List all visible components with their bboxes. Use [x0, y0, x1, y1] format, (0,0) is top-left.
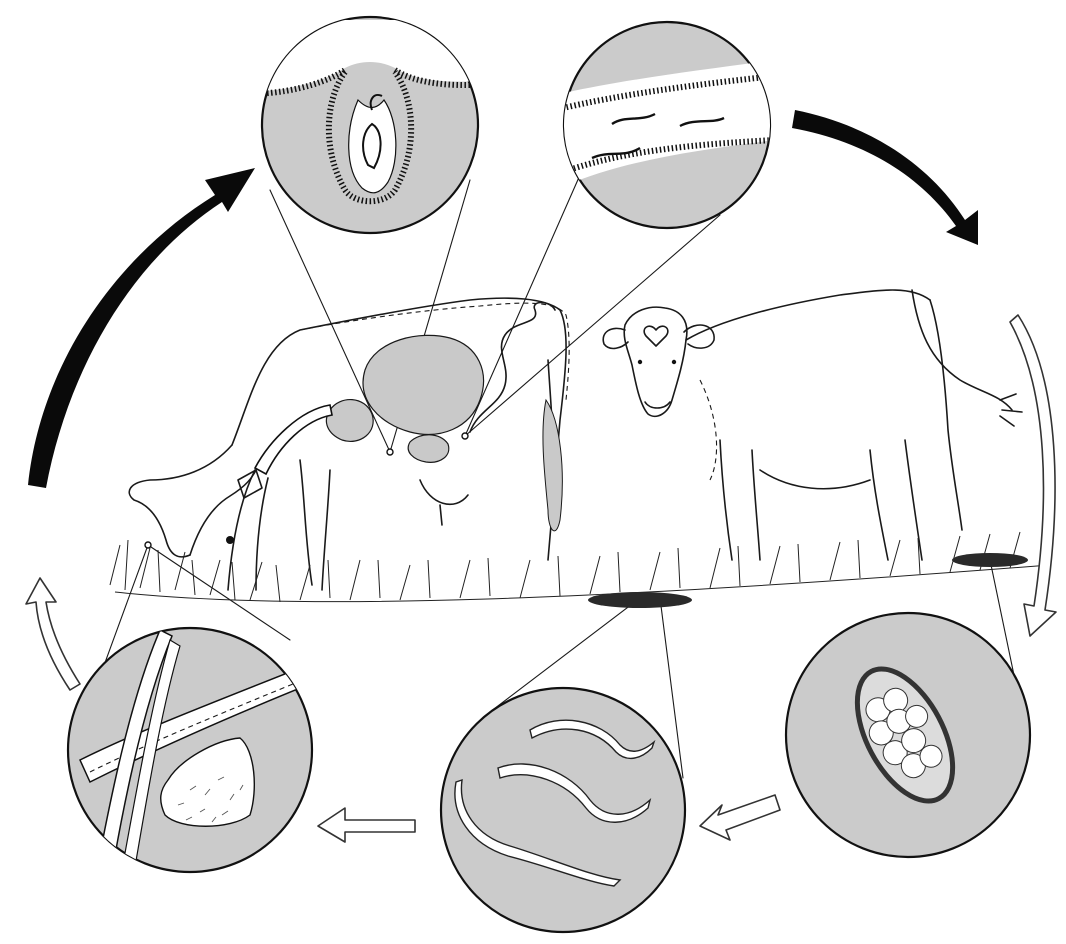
dung-pat-right: [952, 553, 1028, 567]
hollow-arrow-left-2: [318, 808, 415, 842]
hollow-arrow-left-1: [700, 795, 780, 840]
standing-cow: [603, 290, 1022, 560]
inset-egg: [786, 613, 1030, 857]
grazing-cow: [129, 298, 569, 590]
hollow-arrow-down-right: [1010, 315, 1056, 636]
inset-larvae: [441, 688, 685, 932]
inset-intestine: [555, 22, 775, 228]
hollow-arrow-up-left: [26, 578, 80, 690]
black-arrow-left: [28, 168, 255, 488]
inset-gastric-gland: [250, 17, 490, 233]
inset-grass-blade: [68, 628, 330, 884]
black-arrow-right: [792, 110, 978, 245]
grass: [110, 532, 1050, 608]
dung-pat-center: [588, 592, 692, 608]
